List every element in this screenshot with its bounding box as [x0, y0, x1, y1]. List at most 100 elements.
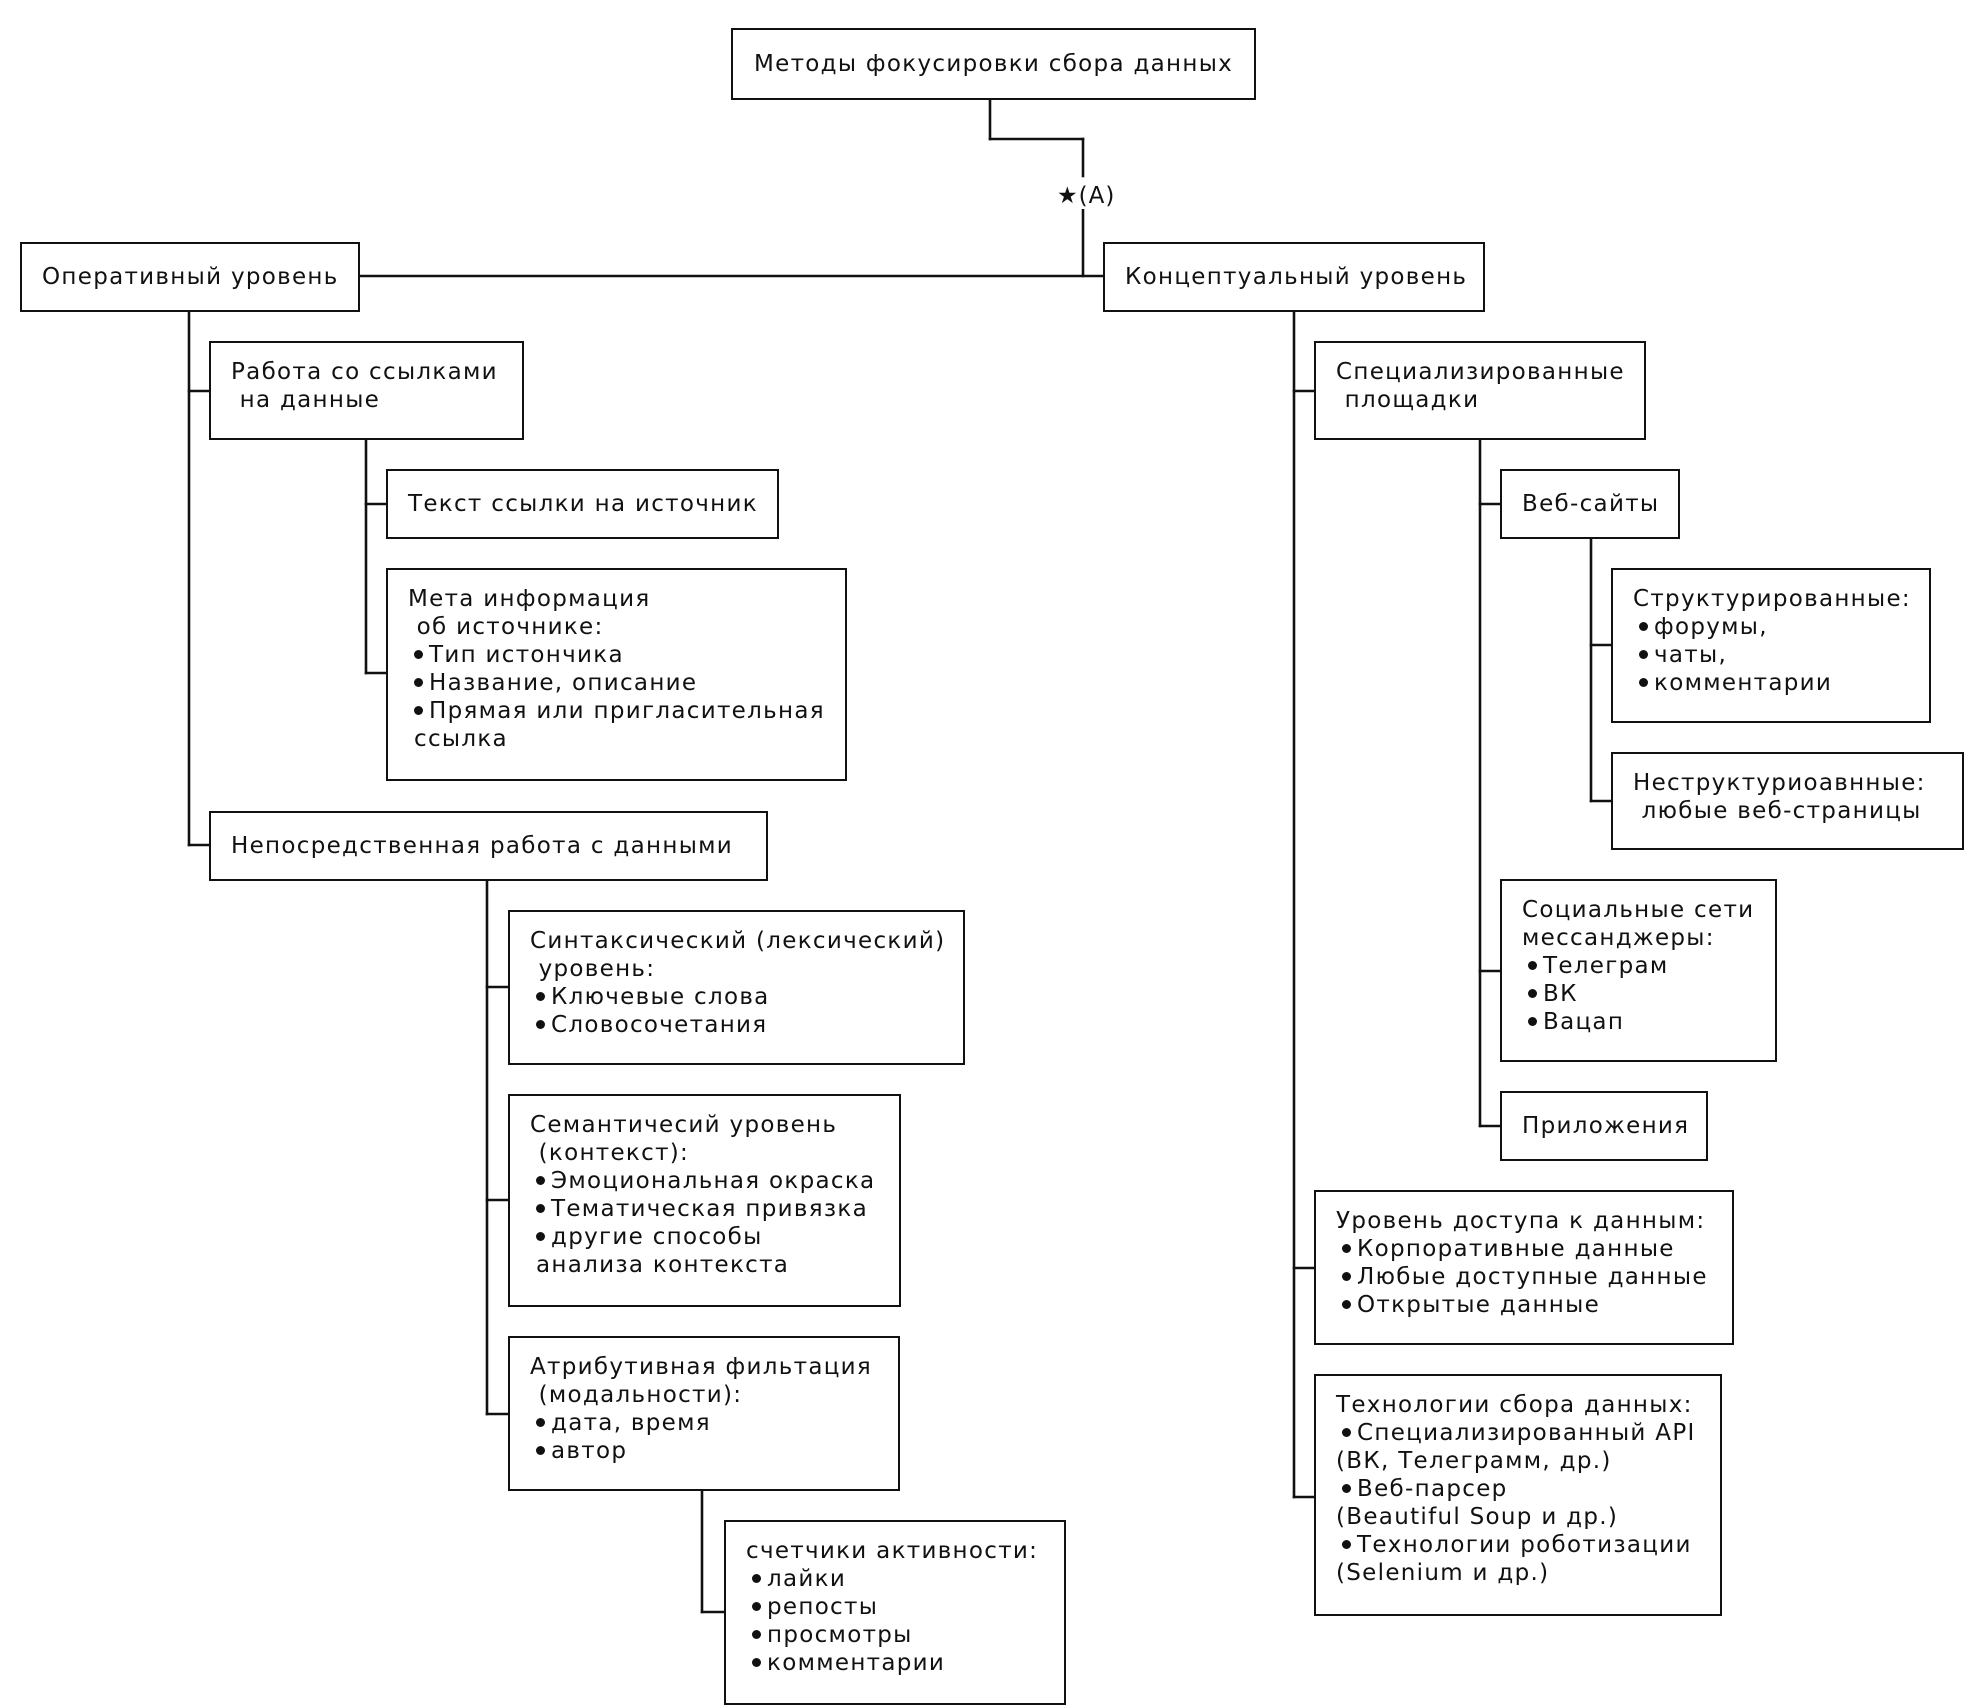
list-item: просмотры — [746, 1621, 1052, 1649]
access-list: Корпоративные данные Любые доступные дан… — [1336, 1235, 1720, 1319]
list-item: Эмоциональная окраска — [530, 1167, 887, 1195]
unstructured-sites-node: Неструктуриоавнные: любые веб-страницы — [1611, 752, 1964, 850]
attributive-filter-node: Атрибутивная фильтация (модальности): да… — [508, 1336, 900, 1491]
bullet-icon — [1342, 1483, 1351, 1493]
social-networks-node: Социальные сети мессанджеры: Телеграм ВК… — [1500, 879, 1777, 1062]
bullet-icon — [1639, 621, 1648, 631]
bullet-icon — [752, 1657, 761, 1667]
syntactic-list: Ключевые слова Словосочетания — [530, 983, 951, 1039]
access-title: Уровень доступа к данным: — [1336, 1208, 1706, 1234]
list-item: автор — [530, 1437, 886, 1465]
list-item-continuation: ссылка — [414, 726, 508, 752]
syntactic-level-node: Синтаксический (лексический) уровень: Кл… — [508, 910, 965, 1065]
bullet-icon — [536, 1417, 545, 1427]
root-node: Методы фокусировки сбора данных — [731, 28, 1256, 100]
list-item: лайки — [746, 1565, 1052, 1593]
root-title: Методы фокусировки сбора данных — [754, 51, 1234, 77]
marker-a: ★(A) — [1055, 183, 1118, 209]
list-item: Словосочетания — [530, 1011, 951, 1039]
list-item: комментарии — [746, 1649, 1052, 1677]
list-item-continuation: (Beautiful Soup и др.) — [1336, 1504, 1619, 1530]
bullet-icon — [536, 1175, 545, 1185]
tech-list: Специализированный API (ВК, Телеграмм, д… — [1336, 1419, 1708, 1587]
list-item: ВК — [1522, 980, 1763, 1008]
conceptual-level-node: Концептуальный уровень — [1103, 242, 1485, 312]
list-item: комментарии — [1633, 669, 1917, 697]
bullet-icon — [414, 649, 423, 659]
access-level-node: Уровень доступа к данным: Корпоративные … — [1314, 1190, 1734, 1345]
meta-info-node: Мета информация об источнике: Тип истонч… — [386, 568, 847, 781]
list-item: Технологии роботизации — [1336, 1531, 1708, 1559]
list-item: другие способы — [530, 1223, 887, 1251]
attributive-title: Атрибутивная фильтация (модальности): — [530, 1354, 873, 1408]
list-item: Корпоративные данные — [1336, 1235, 1720, 1263]
links-work-title: Работа со ссылками на данные — [231, 359, 498, 413]
platforms-title: Специализированные площадки — [1336, 359, 1625, 413]
list-item-continuation: анализа контекста — [536, 1252, 790, 1278]
activity-counters-node: счетчики активности: лайки репосты просм… — [724, 1520, 1066, 1705]
list-item: Тип истончика — [408, 641, 833, 669]
structured-title: Структурированные: — [1633, 586, 1911, 612]
link-text-node: Текст ссылки на источник — [386, 469, 779, 539]
list-item: репосты — [746, 1593, 1052, 1621]
operational-level-node: Оперативный уровень — [20, 242, 360, 312]
attributive-list: дата, время автор — [530, 1409, 886, 1465]
activity-title: счетчики активности: — [746, 1538, 1039, 1564]
meta-info-list: Тип истончика Название, описание Прямая … — [408, 641, 833, 753]
bullet-icon — [1342, 1243, 1351, 1253]
applications-node: Приложения — [1500, 1091, 1708, 1161]
direct-work-title: Непосредственная работа с данными — [231, 833, 734, 859]
bullet-icon — [1528, 1016, 1537, 1026]
bullet-icon — [1342, 1299, 1351, 1309]
semantic-title: Семантичесий уровень (контекст): — [530, 1112, 838, 1166]
bullet-icon — [1342, 1427, 1351, 1437]
bullet-icon — [536, 1445, 545, 1455]
social-title: Социальные сети мессанджеры: — [1522, 897, 1755, 951]
list-item: Название, описание — [408, 669, 833, 697]
websites-title: Веб-сайты — [1522, 491, 1660, 517]
collection-tech-node: Технологии сбора данных: Специализирован… — [1314, 1374, 1722, 1616]
bullet-icon — [1528, 960, 1537, 970]
bullet-icon — [536, 1231, 545, 1241]
bullet-icon — [414, 705, 423, 715]
bullet-icon — [536, 1203, 545, 1213]
semantic-list: Эмоциональная окраска Тематическая привя… — [530, 1167, 887, 1279]
unstructured-title: Неструктуриоавнные: любые веб-страницы — [1633, 770, 1926, 824]
bullet-icon — [752, 1601, 761, 1611]
list-item: Открытые данные — [1336, 1291, 1720, 1319]
websites-node: Веб-сайты — [1500, 469, 1680, 539]
bullet-icon — [1342, 1539, 1351, 1549]
social-list: Телеграм ВК Вацап — [1522, 952, 1763, 1036]
apps-title: Приложения — [1522, 1113, 1690, 1139]
list-item: Телеграм — [1522, 952, 1763, 980]
bullet-icon — [1528, 988, 1537, 998]
list-item: Тематическая привязка — [530, 1195, 887, 1223]
list-item-continuation: (ВК, Телеграмм, др.) — [1336, 1448, 1612, 1474]
bullet-icon — [536, 991, 545, 1001]
meta-info-title: Мета информация об источнике: — [408, 586, 651, 640]
semantic-level-node: Семантичесий уровень (контекст): Эмоцион… — [508, 1094, 901, 1307]
structured-sites-node: Структурированные: форумы, чаты, коммент… — [1611, 568, 1931, 723]
links-work-node: Работа со ссылками на данные — [209, 341, 524, 440]
list-item: Прямая или пригласительная — [408, 697, 833, 725]
activity-list: лайки репосты просмотры комментарии — [746, 1565, 1052, 1677]
bullet-icon — [1342, 1271, 1351, 1281]
bullet-icon — [1639, 677, 1648, 687]
list-item: дата, время — [530, 1409, 886, 1437]
link-text-title: Текст ссылки на источник — [408, 491, 758, 517]
conceptual-title: Концептуальный уровень — [1125, 264, 1468, 290]
list-item: чаты, — [1633, 641, 1917, 669]
bullet-icon — [414, 677, 423, 687]
list-item-continuation: (Selenium и др.) — [1336, 1560, 1550, 1586]
specialized-platforms-node: Специализированные площадки — [1314, 341, 1646, 440]
structured-list: форумы, чаты, комментарии — [1633, 613, 1917, 697]
list-item: Вацап — [1522, 1008, 1763, 1036]
syntactic-title: Синтаксический (лексический) уровень: — [530, 928, 946, 982]
direct-work-node: Непосредственная работа с данными — [209, 811, 768, 881]
tech-title: Технологии сбора данных: — [1336, 1392, 1693, 1418]
list-item: Специализированный API — [1336, 1419, 1708, 1447]
bullet-icon — [536, 1019, 545, 1029]
bullet-icon — [752, 1573, 761, 1583]
